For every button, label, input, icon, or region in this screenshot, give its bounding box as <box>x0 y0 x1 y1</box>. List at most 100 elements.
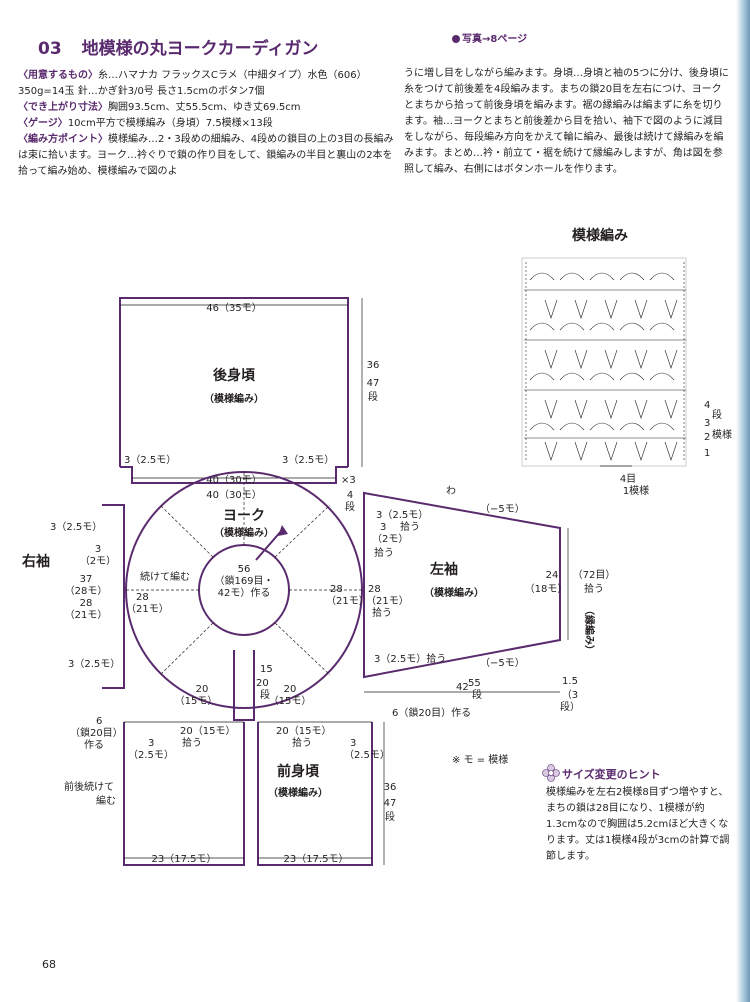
svg-text:拾う: 拾う <box>292 736 312 749</box>
back-step-left: 3（2.5モ） <box>124 454 176 466</box>
svg-text:（21モ）: （21モ） <box>65 609 108 621</box>
knitting-points: 〈編み方ポイント〉模様編み…2・3段めの細編み、4段めの鎖目の上の3目の長編みは… <box>18 134 394 177</box>
svg-text:段: 段 <box>472 688 482 701</box>
hint-body: 模様編みを左右2模様8目ずつ増やすと、まちの鎖は28目になり、1模様が約1.3c… <box>546 787 730 862</box>
yoke-width-label: 40（30モ） <box>206 474 261 486</box>
svg-text:×3: ×3 <box>341 475 356 486</box>
svg-text:28: 28 <box>136 592 149 603</box>
svg-text:6（鎖20目）作る: 6（鎖20目）作る <box>392 706 471 719</box>
svg-text:4: 4 <box>704 400 710 411</box>
pattern-heading: 03 地模様の丸ヨークカーディガン <box>38 34 318 59</box>
svg-text:37: 37 <box>80 574 93 585</box>
instructions-column-2: うに増し目をしながら編みます。身頃…身頃と袖の5つに分け、後身頃に糸をつけて前後… <box>404 68 729 175</box>
svg-text:段: 段 <box>385 810 395 823</box>
page-number: 68 <box>42 958 56 971</box>
svg-text:55: 55 <box>468 678 481 689</box>
svg-text:段: 段 <box>368 390 378 403</box>
svg-text:続けて編む: 続けて編む <box>140 570 190 583</box>
back-pattern: （模様編み） <box>204 392 264 405</box>
stitch-chart: 模様編み 4目 1模様 4 3 2 1 段 模様 <box>521 227 732 497</box>
svg-text:（鎖20目）: （鎖20目） <box>70 726 123 739</box>
svg-text:模様: 模様 <box>712 428 732 441</box>
svg-text:（模様編み）: （模様編み） <box>424 586 484 599</box>
svg-text:28: 28 <box>330 584 343 595</box>
cuff-edging-label: （縁編み） <box>583 605 596 655</box>
page-edge-shadow <box>736 0 750 1002</box>
back-width-label: 46（35モ） <box>206 302 261 314</box>
front-body: 20（15モ） 拾う 20（15モ） 拾う 6 （鎖20目） 作る 3 （2.5… <box>64 706 508 866</box>
svg-text:20: 20 <box>256 678 269 689</box>
svg-text:段）: 段） <box>560 700 580 713</box>
svg-text:47: 47 <box>384 798 397 809</box>
svg-text:23（17.5モ）: 23（17.5モ） <box>284 853 349 865</box>
svg-text:編む: 編む <box>96 794 116 807</box>
svg-text:3: 3 <box>350 738 356 749</box>
materials: 〈用意するもの〉糸…ハマナカ フラックスCラメ（中細タイプ）水色（606）350… <box>18 70 367 97</box>
front-title: 前身頃 <box>277 763 320 780</box>
svg-text:拾う: 拾う <box>400 520 420 533</box>
svg-text:拾う: 拾う <box>584 582 604 595</box>
svg-text:（2モ）: （2モ） <box>372 533 408 545</box>
svg-text:20（15モ）: 20（15モ） <box>180 725 235 737</box>
svg-text:28: 28 <box>368 584 381 595</box>
svg-text:28: 28 <box>80 598 93 609</box>
svg-text:47: 47 <box>367 378 380 389</box>
svg-text:（3: （3 <box>562 689 578 701</box>
finished-size: 〈でき上がり寸法〉胸囲93.5cm、丈55.5cm、ゆき丈69.5cm <box>18 102 301 113</box>
svg-text:（18モ）: （18モ） <box>525 583 568 595</box>
svg-text:3（2.5モ）拾う: 3（2.5モ）拾う <box>374 652 446 665</box>
svg-text:（2.5モ）: （2.5モ） <box>344 749 390 761</box>
bullet-icon <box>452 35 460 43</box>
svg-text:（2.5モ）: （2.5モ） <box>128 749 174 761</box>
svg-text:3: 3 <box>380 522 386 533</box>
svg-text:拾う: 拾う <box>182 736 202 749</box>
svg-text:4目: 4目 <box>620 474 636 485</box>
svg-text:42モ）作る: 42モ）作る <box>218 587 271 599</box>
svg-text:20: 20 <box>196 684 209 695</box>
svg-text:（−5モ）: （−5モ） <box>480 503 525 515</box>
svg-text:（21モ）: （21モ） <box>126 603 169 615</box>
svg-text:段: 段 <box>260 688 270 701</box>
svg-text:（21モ）: （21モ） <box>366 595 409 607</box>
svg-text:3（2.5モ）: 3（2.5モ） <box>68 658 120 670</box>
svg-text:作る: 作る <box>84 739 104 751</box>
svg-text:（72目）: （72目） <box>573 569 616 581</box>
left-sleeve: 左袖 （模様編み） 4 段 3（2.5モ） 拾う 3 （2モ） 拾う 28 （2… <box>345 485 615 713</box>
flower-icon <box>542 764 560 782</box>
svg-text:拾う: 拾う <box>374 546 394 559</box>
svg-text:（15モ）: （15モ） <box>269 695 312 707</box>
svg-text:段: 段 <box>712 408 722 421</box>
svg-text:20（15モ）: 20（15モ） <box>276 725 331 737</box>
back-step-right: 3（2.5モ） <box>282 454 334 466</box>
svg-text:40（30モ）: 40（30モ） <box>206 489 261 501</box>
left-sleeve-title: 左袖 <box>429 561 458 578</box>
svg-text:3: 3 <box>95 544 101 555</box>
svg-text:1模様: 1模様 <box>623 484 649 497</box>
svg-text:わ: わ <box>446 485 456 497</box>
hint-title: サイズ変更のヒント <box>562 768 661 781</box>
right-sleeve: 右袖 3（2.5モ） 3 （2モ） 37 （28モ） 28 （21モ） 3（2.… <box>21 504 125 689</box>
svg-text:23（17.5モ）: 23（17.5モ） <box>152 853 217 865</box>
yoke-title: ヨーク <box>223 508 265 524</box>
svg-text:（28モ）: （28モ） <box>65 585 108 597</box>
neckline-label: 56 <box>238 564 251 575</box>
svg-text:42: 42 <box>456 682 469 693</box>
svg-text:3（2.5モ）: 3（2.5モ） <box>50 521 102 533</box>
stitch-chart-title: 模様編み <box>572 227 628 244</box>
svg-text:段: 段 <box>345 500 355 513</box>
svg-text:2: 2 <box>704 432 710 443</box>
abbreviation-note: ※ モ = 模様 <box>452 753 508 766</box>
svg-text:1: 1 <box>704 448 710 459</box>
svg-text:4: 4 <box>347 490 353 501</box>
pattern-number: 03 <box>38 39 62 59</box>
svg-text:1.5: 1.5 <box>562 676 578 687</box>
back-title: 後身頃 <box>213 367 256 384</box>
svg-text:36: 36 <box>384 782 397 793</box>
svg-text:15: 15 <box>260 664 273 675</box>
svg-text:前後続けて: 前後続けて <box>64 780 114 793</box>
svg-text:20: 20 <box>284 684 297 695</box>
svg-text:24: 24 <box>546 570 559 581</box>
gusset-and-center: 20 （15モ） 20 （15モ） 15 20 段 <box>175 650 312 721</box>
svg-text:（−5モ）: （−5モ） <box>480 657 525 669</box>
